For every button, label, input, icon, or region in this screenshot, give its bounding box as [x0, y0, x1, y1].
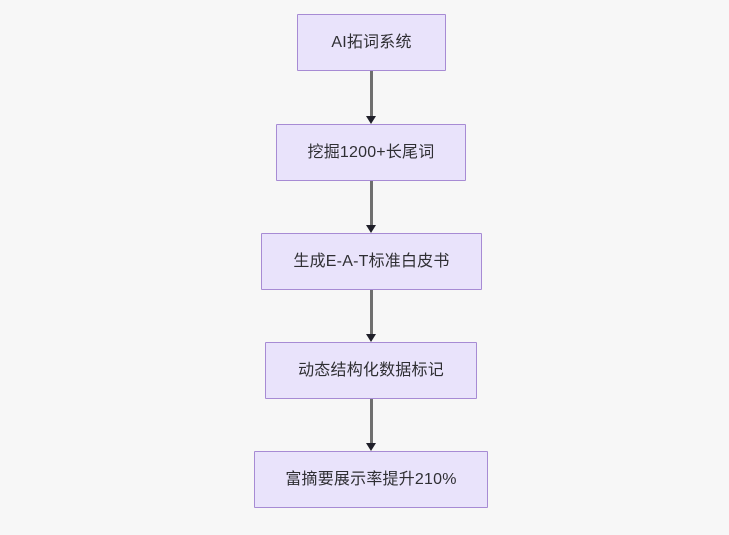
flowchart-node-label: 动态结构化数据标记 [298, 361, 444, 379]
flowchart-node-n2[interactable]: 挖掘1200+长尾词 [276, 124, 466, 181]
arrowhead-icon [366, 443, 376, 451]
flowchart-node-n3[interactable]: 生成E-A-T标准白皮书 [261, 233, 482, 290]
flowchart-node-label: 生成E-A-T标准白皮书 [293, 252, 450, 270]
edge-line [369, 399, 373, 443]
edge-line [369, 71, 373, 116]
arrowhead-icon [366, 334, 376, 342]
flowchart-node-n5[interactable]: 富摘要展示率提升210% [254, 451, 488, 508]
arrowhead-icon [366, 116, 376, 124]
flowchart-node-label: 富摘要展示率提升210% [285, 470, 457, 488]
edge-line [369, 181, 373, 225]
flowchart-node-n1[interactable]: AI拓词系统 [297, 14, 446, 71]
flowchart-node-n4[interactable]: 动态结构化数据标记 [265, 342, 477, 399]
arrowhead-icon [366, 225, 376, 233]
flowchart-node-label: 挖掘1200+长尾词 [307, 143, 435, 161]
edge-line [369, 290, 373, 334]
flowchart-node-label: AI拓词系统 [331, 33, 412, 51]
